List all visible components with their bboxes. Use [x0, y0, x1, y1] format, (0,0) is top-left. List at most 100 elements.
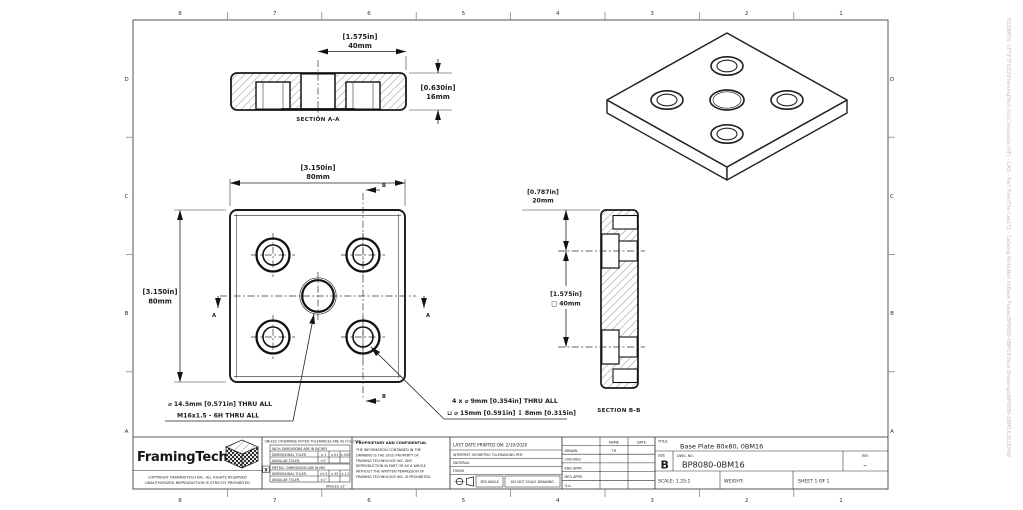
print-info-cell: LAST DATE PRINTED ON: 2/10/2020 INTERPRE…: [450, 443, 562, 488]
section-flag-a: A: [212, 313, 216, 319]
tolerance-cell: UNLESS OTHERWISE NOTED TOLERANCES ARE AS…: [262, 440, 362, 489]
tolerance-header: UNLESS OTHERWISE NOTED TOLERANCES ARE AS…: [265, 440, 362, 444]
scale-value: SCALE: 1.25:1: [658, 479, 691, 485]
material-label: MATERIAL: [453, 461, 470, 465]
dim-text: 40mm: [348, 42, 372, 50]
filepath-margin-text: FILEPATH: \\FT\FTFILES\FramingTech Inc\C…: [1005, 18, 1011, 457]
tolerance-inch-title: INCH: DIMENSIONS ARE IN INCHES: [272, 447, 327, 451]
dwg-no-label: DWG. NO.: [677, 454, 694, 458]
logo-cell: FramingTech COPYRIGHT FRAMINGTECH INC. A…: [133, 439, 262, 485]
metric-checkbox-mark: X: [264, 467, 268, 473]
proprietary-line: THE INFORMATION CONTAINED IN THE: [355, 448, 421, 452]
tolerance-row-label: DIMENSIONAL TOLER.: [272, 453, 307, 457]
zone-number: 6: [367, 11, 371, 17]
proprietary-line: WITHOUT THE WRITTEN PERMISSION OF: [356, 470, 424, 474]
tolerance-value: ±.005: [340, 453, 350, 457]
view-section-aa: [1.575in] 40mm [0.630in] 16mm SECTION A-…: [230, 33, 456, 124]
zone-number: 8: [178, 498, 182, 504]
last-printed-text: LAST DATE PRINTED ON: 2/10/2020: [453, 443, 528, 448]
dim-text: [3.150in]: [143, 288, 178, 296]
dim-text: [0.630in]: [421, 84, 456, 92]
drawing-title: Base Plate 80x80, 0BM16: [680, 443, 763, 451]
tolerance-value: ±1°: [320, 478, 327, 482]
iso-counterbore-hole: [650, 90, 684, 111]
zone-letter: B: [125, 311, 129, 317]
sign-header-date: DATE: [637, 441, 646, 445]
dim-text: 80mm: [148, 298, 172, 306]
zone-number: 3: [650, 498, 654, 504]
rev-label: REV: [862, 454, 869, 458]
sign-row-label: DRAWN: [565, 449, 578, 453]
drawing-id-cell: TITLE: Base Plate 80x80, 0BM16 SIZE B DW…: [655, 440, 888, 489]
sign-row-label: MFG APPR.: [565, 475, 583, 479]
tolerance-metric-title: METRIC: DIMENSIONS ARE IN MM: [272, 466, 325, 470]
do-not-scale-label: DO NOT SCALE DRAWING: [511, 480, 555, 484]
zone-number: 4: [556, 11, 560, 17]
edge-slot-cut: [612, 214, 638, 230]
third-angle-projection-icon: [454, 476, 474, 487]
zone-number: 1: [839, 498, 843, 504]
proprietary-title: PROPRIETARY AND CONFIDENTIAL: [356, 441, 427, 445]
proprietary-cell: PROPRIETARY AND CONFIDENTIAL THE INFORMA…: [355, 441, 431, 479]
zone-letter: A: [125, 429, 129, 435]
zone-number: 2: [745, 11, 749, 17]
zone-number: 4: [556, 498, 560, 504]
dwg-no-value: BP8080-0BM16: [682, 460, 745, 470]
iso-counterbore-hole: [770, 90, 804, 111]
zone-number: 6: [367, 498, 371, 504]
zone-number: 8: [178, 11, 182, 17]
size-value: B: [661, 459, 669, 472]
iso-top-face: [606, 32, 848, 168]
zone-labels: 8 7 6 5 4 3 2 1 8 7 6 5 4 3 2 1 D C B A …: [124, 11, 894, 504]
dim-text: 16mm: [426, 93, 450, 101]
signature-grid: NAME DATE DRAWN TH CHECKED ENG APPR. MFG…: [562, 437, 655, 489]
iso-counterbore-hole: [710, 124, 744, 145]
rev-value: –: [863, 462, 867, 470]
zone-number: 2: [745, 498, 749, 504]
interpret-text: INTERPRET GEOMETRIC TOLERANCING PER:: [453, 453, 523, 457]
dim-text: [1.575in]: [343, 33, 378, 41]
proprietary-line: FRAMING TECHNOLOGY INC. ANY: [356, 459, 413, 463]
counterbore-hole: [251, 315, 295, 359]
sign-row-label: ENG APPR.: [565, 466, 583, 470]
metric-checkbox[interactable]: [262, 465, 270, 473]
zone-letter: D: [890, 77, 894, 83]
iso-center-hole: [709, 89, 745, 111]
leader-line: [292, 313, 315, 422]
iso-counterbore-hole: [710, 55, 744, 76]
section-flag-b: B: [382, 394, 386, 400]
zone-number: 7: [273, 11, 277, 17]
view-front: [3.150in] 80mm [3.150in] 80mm A A B B ⌀ …: [143, 164, 576, 422]
sign-header-name: NAME: [609, 441, 619, 445]
tolerance-footer: ANGLES ±1°: [326, 485, 347, 489]
dim-text: □ 40mm: [551, 301, 581, 308]
sheet-value: SHEET 1 OF 1: [798, 479, 830, 485]
counterbore-cut: [345, 81, 381, 110]
zone-number: 7: [273, 498, 277, 504]
tolerance-row-label: ANGULAR TOLER.: [272, 459, 300, 463]
counterbore-hole: [251, 233, 295, 277]
edge-slot-cut: [612, 368, 638, 384]
company-logo-text: FramingTech: [137, 450, 228, 465]
tolerance-value: ±.25: [331, 472, 339, 476]
counterbore-cut: [255, 81, 291, 110]
tolerance-value: ±.1: [321, 453, 327, 457]
company-address-line: COPYRIGHT FRAMINGTECH INC. ALL RIGHTS RE…: [148, 476, 247, 480]
zone-letter: C: [890, 194, 894, 200]
dim-text: [0.787in]: [527, 189, 559, 196]
zone-number: 5: [462, 11, 466, 17]
title-label: TITLE:: [657, 440, 668, 444]
tolerance-value: ±.01: [331, 453, 339, 457]
proprietary-line: REPRODUCTION IN PART OR AS A WHOLE: [356, 464, 426, 468]
sign-row-name: TH: [611, 449, 617, 453]
proprietary-line: DRAWING IS THE SOLE PROPERTY OF: [356, 453, 419, 457]
zone-letter: B: [890, 311, 894, 317]
tolerance-value: ±.13: [341, 472, 349, 476]
size-label: SIZE: [658, 454, 665, 458]
zone-number: 3: [650, 11, 654, 17]
view-isometric: [606, 32, 848, 181]
title-block: FramingTech COPYRIGHT FRAMINGTECH INC. A…: [133, 436, 888, 489]
tolerance-row-label: ANGULAR TOLER.: [272, 478, 300, 482]
